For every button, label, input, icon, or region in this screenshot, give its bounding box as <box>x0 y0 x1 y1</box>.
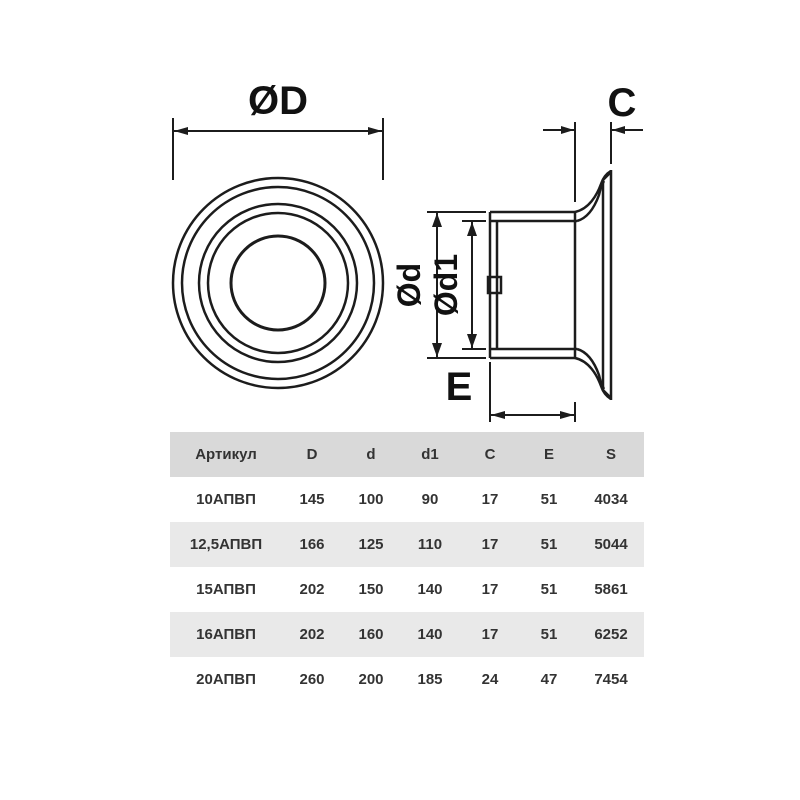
col-header-e: E <box>543 446 554 463</box>
grille-inner-hole <box>229 234 327 332</box>
cell-article: 16АПВП <box>196 626 256 643</box>
cell-value: 51 <box>540 491 558 508</box>
table-row: 16АПВП 202 160 140 17 51 6252 <box>170 612 644 657</box>
dimensions-table: Артикул D d d1 C E S 10АПВП 145 100 90 1… <box>170 432 644 702</box>
cell-value: 5861 <box>594 581 628 598</box>
dim-label-duct-diameter: Ød <box>391 263 427 307</box>
cell-value: 140 <box>417 581 443 598</box>
col-header-article: Артикул <box>195 446 257 463</box>
cell-article: 10АПВП <box>196 491 256 508</box>
cell-value: 51 <box>540 626 558 643</box>
dim-label-inner-diameter: Ød1 <box>428 254 464 316</box>
front-view <box>171 176 385 390</box>
dim-label-flange-c: C <box>608 81 637 125</box>
cell-value: 17 <box>481 536 499 553</box>
flange-flare-bottom-outer <box>574 356 612 401</box>
arrowhead-down <box>432 343 442 357</box>
cell-value: 17 <box>481 626 499 643</box>
cell-value: 100 <box>358 491 384 508</box>
flange-cap-top <box>602 171 612 181</box>
cell-value: 140 <box>417 626 443 643</box>
side-view <box>486 169 613 401</box>
arrowhead-left <box>174 127 188 135</box>
arrowhead-down <box>467 334 477 348</box>
table-row: 10АПВП 145 100 90 17 51 4034 <box>170 477 644 522</box>
cell-value: 260 <box>299 671 325 688</box>
cell-value: 110 <box>417 536 443 553</box>
grille-ring-outer <box>171 176 385 390</box>
dim-label-outer-diameter: ØD <box>248 79 308 123</box>
col-header-s: S <box>605 446 616 463</box>
cell-value: 5044 <box>594 536 628 553</box>
cell-article: 20АПВП <box>196 671 256 688</box>
arrowhead-left <box>491 411 505 419</box>
grille-ring-4 <box>206 211 350 355</box>
col-header-c: C <box>484 446 496 463</box>
table-row: 12,5АПВП 166 125 110 17 51 5044 <box>170 522 644 567</box>
clip-detail <box>486 275 503 295</box>
cell-value: 24 <box>481 671 499 688</box>
cell-value: 51 <box>540 536 558 553</box>
table-row: 20АПВП 260 200 185 24 47 7454 <box>170 657 644 702</box>
dim-label-depth-e: E <box>446 365 473 409</box>
arrowhead-up <box>467 222 477 236</box>
cell-value: 150 <box>358 581 384 598</box>
dim-outer-diameter <box>172 118 384 180</box>
grille-ring-3 <box>197 202 359 364</box>
col-header-d-small: d <box>366 446 376 463</box>
cell-value: 160 <box>358 626 384 643</box>
cell-value: 51 <box>540 581 558 598</box>
table-row: 15АПВП 202 150 140 17 51 5861 <box>170 567 644 612</box>
cell-value: 145 <box>299 491 325 508</box>
arrowhead-left <box>612 126 625 134</box>
cell-value: 7454 <box>594 671 628 688</box>
technical-drawing: ØD <box>171 79 643 422</box>
cell-value: 200 <box>358 671 384 688</box>
grille-ring-2 <box>180 185 376 381</box>
arrowhead-up <box>432 213 442 227</box>
flange-cap-bottom <box>602 389 612 399</box>
arrowhead-right <box>560 411 574 419</box>
cell-value: 125 <box>358 536 384 553</box>
dim-duct-diameter <box>427 211 486 359</box>
dim-inner-diameter <box>462 220 486 350</box>
arrowhead-right <box>368 127 382 135</box>
dim-flange-c <box>543 122 643 202</box>
cell-value: 185 <box>417 671 443 688</box>
cell-value: 17 <box>481 491 499 508</box>
cell-value: 90 <box>421 491 439 508</box>
cell-value: 202 <box>299 581 325 598</box>
cell-article: 15АПВП <box>196 581 256 598</box>
table-header-row: Артикул D d d1 C E S <box>170 432 644 477</box>
arrowhead-right <box>561 126 574 134</box>
cell-value: 6252 <box>594 626 628 643</box>
flange-flare-top-outer <box>574 169 612 214</box>
cell-value: 202 <box>299 626 325 643</box>
col-header-d-big: D <box>306 446 318 463</box>
cell-article: 12,5АПВП <box>189 536 263 553</box>
cell-value: 47 <box>540 671 558 688</box>
cell-value: 4034 <box>594 491 628 508</box>
cell-value: 166 <box>299 536 325 553</box>
col-header-d1: d1 <box>421 446 439 463</box>
cell-value: 17 <box>481 581 499 598</box>
